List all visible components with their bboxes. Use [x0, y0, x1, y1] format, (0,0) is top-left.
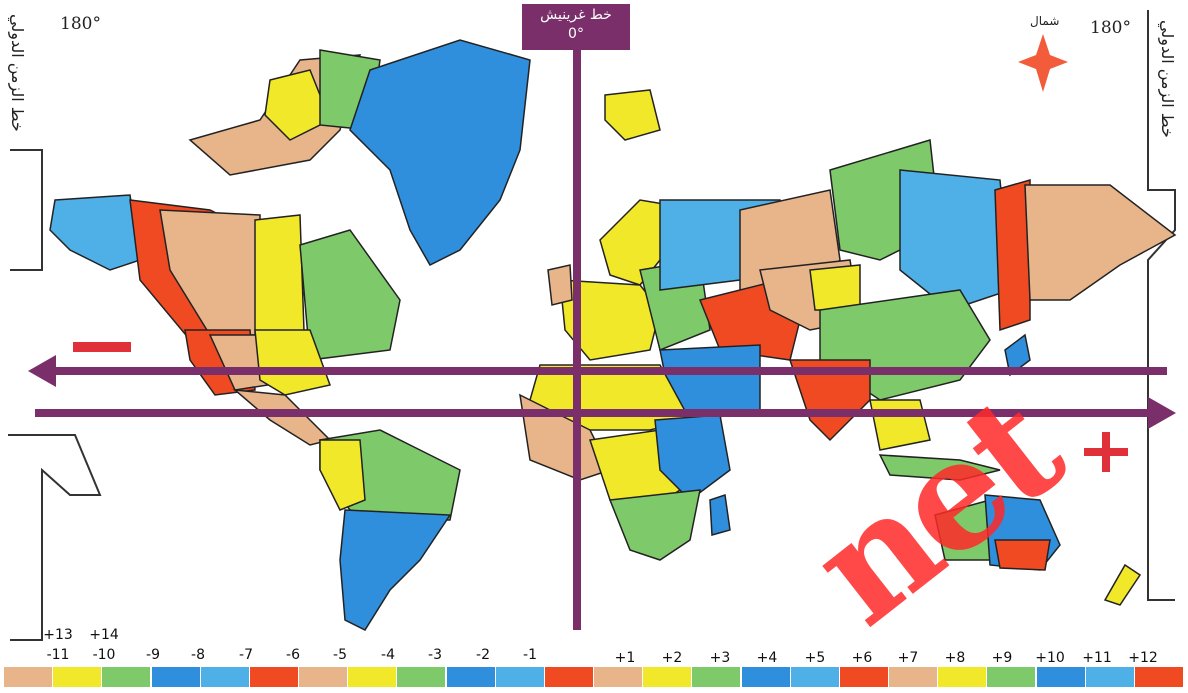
- scale-positive-label: +3: [709, 650, 731, 666]
- idl-left-boundary-lower: [8, 434, 102, 641]
- north-star-icon: [1018, 34, 1068, 92]
- scale-top-label: +14: [89, 627, 119, 643]
- legend-color-swatch: [102, 667, 151, 687]
- scale-negative-label: -6: [286, 647, 300, 663]
- legend-color-swatch: [741, 667, 790, 687]
- russia-central: [899, 169, 1011, 311]
- minus-sign: [73, 342, 131, 352]
- greenland: [349, 39, 531, 266]
- madagascar: [709, 494, 731, 536]
- scale-negative-label: -3: [428, 647, 442, 663]
- scale-positive-label: +9: [991, 650, 1013, 666]
- scale-positive-label: +4: [756, 650, 778, 666]
- legend-color-swatch: [1134, 667, 1183, 687]
- legend-color-swatch: [397, 667, 446, 687]
- legend-color-swatch: [53, 667, 102, 687]
- greenwich-meridian-line: [573, 48, 581, 630]
- canada-atlantic: [299, 229, 401, 361]
- scale-negative-label: -5: [333, 647, 347, 663]
- greenwich-label: خط غرينيش: [540, 7, 612, 23]
- russia-east-strip: [994, 179, 1031, 332]
- scale-positive-label: +5: [804, 650, 826, 666]
- western-europe: [559, 279, 661, 361]
- legend-color-swatch: [200, 667, 249, 687]
- greenwich-degree: 0°: [568, 26, 584, 42]
- legend-color-swatch: [249, 667, 298, 687]
- greenwich-label-box: خط غرينيش 0°: [522, 4, 630, 50]
- scale-positive-label: +2: [661, 650, 683, 666]
- africa-south: [608, 489, 701, 561]
- legend-color-swatch: [643, 667, 692, 687]
- legend-color-swatch: [1085, 667, 1134, 687]
- australia-south: [994, 539, 1051, 571]
- legend-color-swatch: [151, 667, 200, 687]
- scale-top-label: +13: [43, 627, 73, 643]
- legend-color-swatch: [299, 667, 348, 687]
- legend-color-swatch: [692, 667, 741, 687]
- right-degree-label: 180°: [1090, 18, 1131, 38]
- scale-positive-label: +8: [944, 650, 966, 666]
- scale-negative-label: -8: [191, 647, 205, 663]
- arctic-islands-2: [264, 69, 331, 141]
- legend-color-swatch: [446, 667, 495, 687]
- legend-color-swatch: [938, 667, 987, 687]
- scale-negative-label: -4: [381, 647, 395, 663]
- scale-positive-label: +11: [1082, 650, 1112, 666]
- scale-negative-label: -2: [476, 647, 490, 663]
- east-arrow: [35, 397, 1176, 429]
- legend-color-swatch: [1036, 667, 1085, 687]
- north-label: شمال: [1030, 14, 1060, 28]
- scale-negative-label: -10: [92, 647, 116, 663]
- scale-negative-label: -1: [523, 647, 537, 663]
- scale-negative-label: -9: [146, 647, 160, 663]
- idl-right-boundary: [1147, 10, 1176, 601]
- indonesia: [878, 454, 1001, 481]
- uk: [547, 264, 573, 306]
- scale-positive-label: +12: [1128, 650, 1158, 666]
- russia-far-east: [1024, 184, 1177, 301]
- new-zealand: [1103, 563, 1142, 606]
- legend-color-swatch: [348, 667, 397, 687]
- scale-positive-label: +1: [614, 650, 636, 666]
- scale-negative-label: -7: [239, 647, 253, 663]
- legend-color-swatch: [4, 667, 53, 687]
- left-degree-label: 180°: [60, 14, 101, 34]
- scale-positive-label: +7: [897, 650, 919, 666]
- south-america-west: [319, 439, 366, 511]
- scale-positive-label: +6: [851, 650, 873, 666]
- idl-label-left: خط الزمن الدولي: [8, 14, 27, 132]
- south-america-south: [339, 509, 452, 631]
- idl-label-right: خط الزمن الدولي: [1158, 20, 1177, 138]
- svalbard: [604, 89, 661, 141]
- plus-sign: [1084, 432, 1128, 472]
- legend-color-swatch: [889, 667, 938, 687]
- legend-color-swatch: [987, 667, 1036, 687]
- mongolia: [809, 264, 861, 311]
- legend-color-swatch: [495, 667, 544, 687]
- legend-color-swatch: [790, 667, 839, 687]
- japan: [1004, 333, 1031, 377]
- scale-positive-label: +10: [1035, 650, 1065, 666]
- legend-color-swatch: [839, 667, 888, 687]
- west-arrow: [28, 355, 1167, 387]
- alaska: [49, 194, 141, 271]
- idl-left-boundary: [10, 149, 43, 271]
- scale-negative-label: -11: [46, 647, 70, 663]
- legend-color-swatch: [544, 667, 593, 687]
- central-america: [232, 389, 332, 446]
- legend-color-swatch: [594, 667, 643, 687]
